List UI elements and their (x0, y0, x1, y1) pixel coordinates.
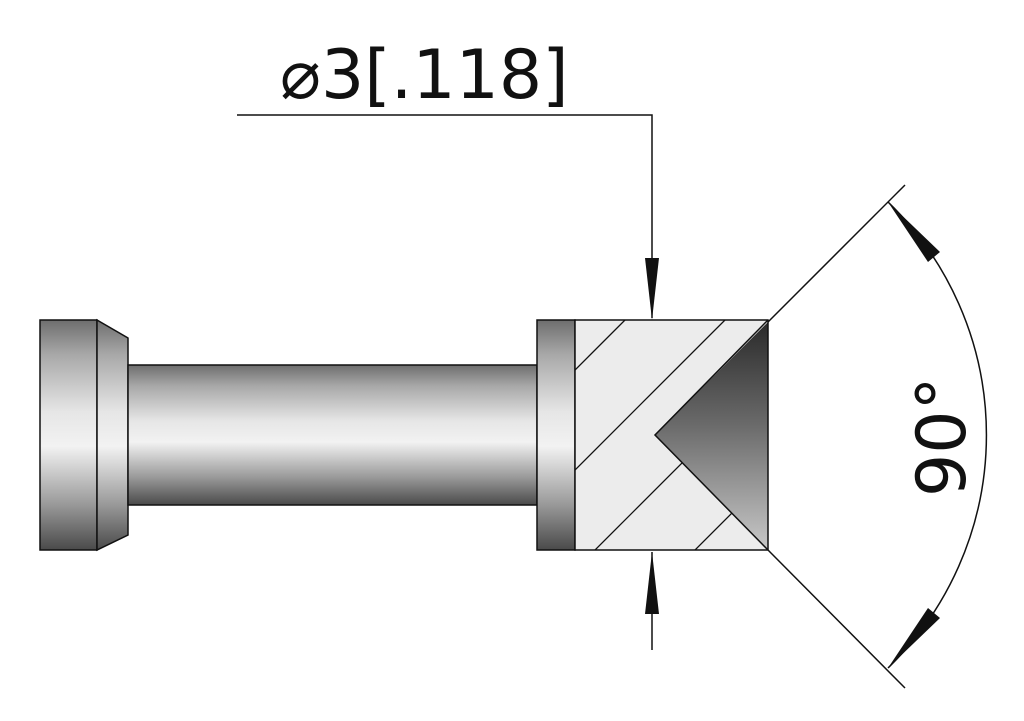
dimension-arrow-top (645, 258, 659, 320)
angle-arrow-bottom (888, 608, 940, 668)
dimension-leader-line (237, 114, 653, 318)
part-head (39, 319, 98, 551)
part-head-chamfer (96, 318, 129, 552)
angle-arrow-top (888, 202, 940, 262)
angle-arc (887, 201, 988, 669)
diameter-dimension-label: ⌀3[.118] (280, 36, 569, 115)
cone-cavity (655, 322, 768, 550)
part-flange (536, 319, 576, 551)
angle-extension-top (767, 184, 906, 323)
angle-dimension-label: 90° (903, 376, 982, 497)
dimension-arrow-bottom (645, 552, 659, 614)
part-shaft (127, 364, 538, 506)
angle-extension-bottom (767, 549, 906, 689)
